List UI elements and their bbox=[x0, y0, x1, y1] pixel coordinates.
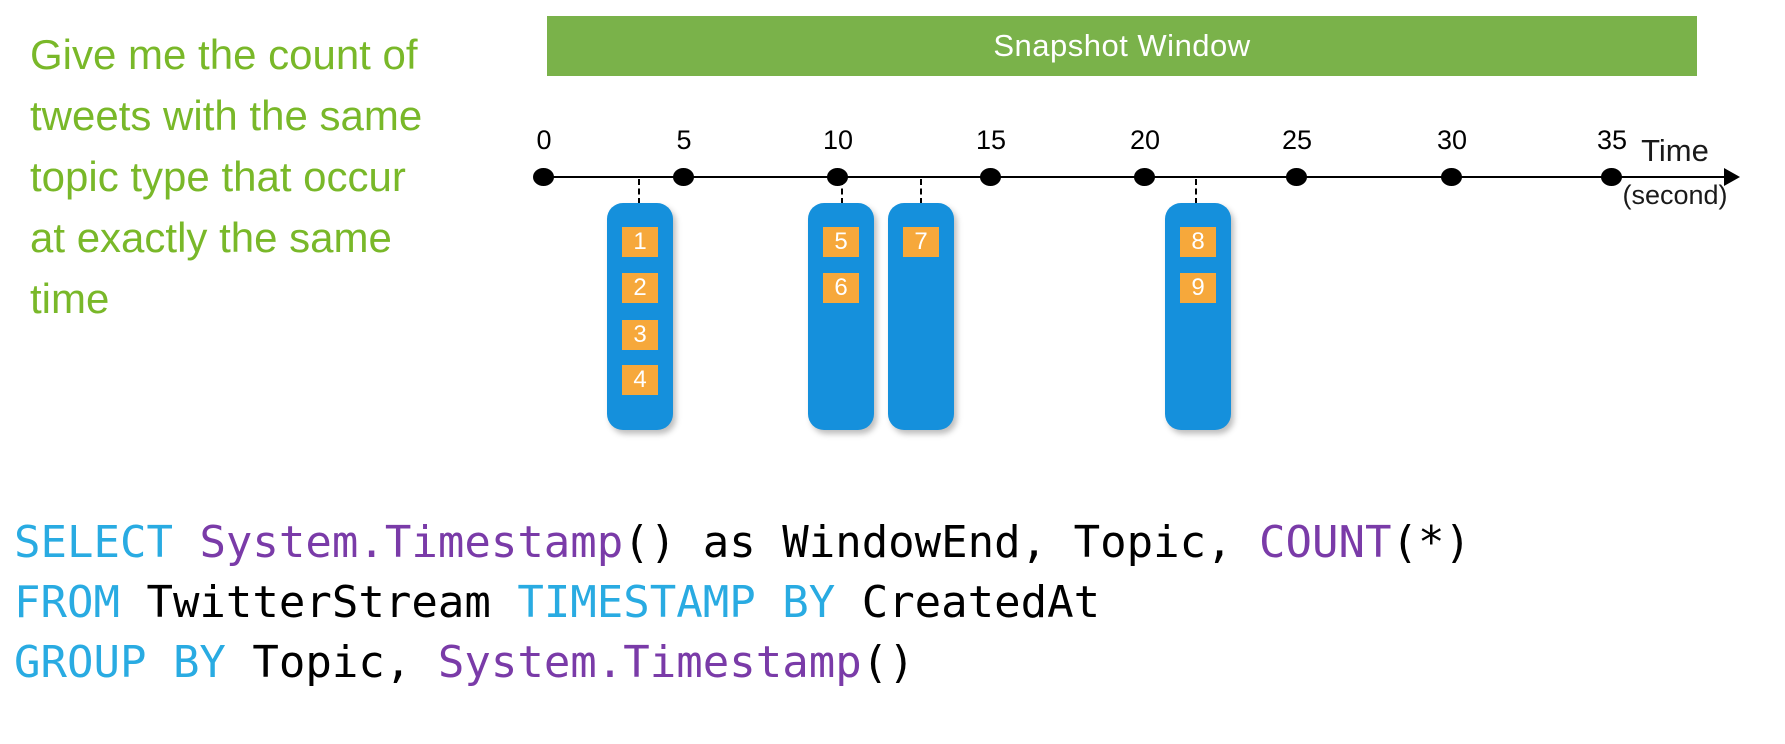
event-group-box-1: 1 2 3 4 bbox=[607, 203, 673, 430]
sql-code-line-1: SELECT System.Timestamp() as WindowEnd, … bbox=[14, 513, 1471, 573]
sql-plain-text: (*) bbox=[1391, 517, 1471, 568]
tick-dot bbox=[1441, 168, 1462, 186]
axis-label-time: Time bbox=[1641, 133, 1709, 168]
tick-dot bbox=[827, 168, 848, 186]
sql-code-line-3: GROUP BY Topic, System.Timestamp() bbox=[14, 633, 1471, 693]
dashed-connector bbox=[841, 179, 843, 204]
query-description-line: Give me the count of bbox=[30, 31, 418, 78]
event-marker: 1 bbox=[622, 227, 658, 257]
sql-keyword: TIMESTAMP BY bbox=[517, 577, 862, 628]
dashed-connector bbox=[920, 179, 922, 204]
tick-dot bbox=[533, 168, 554, 186]
event-group-box-4: 8 9 bbox=[1165, 203, 1231, 430]
sql-keyword: FROM bbox=[14, 577, 147, 628]
axis-label-second: (second) bbox=[1622, 180, 1728, 210]
query-description-line: topic type that occur bbox=[30, 153, 406, 200]
event-marker: 9 bbox=[1180, 273, 1216, 303]
sql-plain-text: () bbox=[861, 637, 915, 688]
timeline-axis bbox=[535, 176, 1728, 178]
tick-label-35: 35 bbox=[1596, 125, 1628, 155]
sql-function: System.Timestamp bbox=[199, 517, 624, 568]
tick-label-5: 5 bbox=[676, 125, 692, 155]
event-marker: 2 bbox=[622, 273, 658, 303]
tick-dot bbox=[980, 168, 1001, 186]
query-description-line: time bbox=[30, 275, 110, 322]
event-marker: 5 bbox=[823, 227, 859, 257]
arrow-right-icon bbox=[1724, 168, 1740, 186]
dashed-connector bbox=[638, 179, 640, 204]
tick-dot bbox=[673, 168, 694, 186]
sql-keyword: SELECT bbox=[14, 517, 200, 568]
event-group-box-3: 7 bbox=[888, 203, 954, 430]
sql-function: COUNT bbox=[1259, 517, 1392, 568]
event-marker: 6 bbox=[823, 273, 859, 303]
query-description-line: tweets with the same bbox=[30, 92, 423, 139]
sql-plain-text: CreatedAt bbox=[861, 577, 1101, 628]
tick-dot bbox=[1286, 168, 1307, 186]
dashed-connector bbox=[1195, 179, 1197, 204]
tick-label-10: 10 bbox=[822, 125, 854, 155]
sql-plain-text: Topic, bbox=[252, 637, 438, 688]
tick-label-20: 20 bbox=[1129, 125, 1161, 155]
tick-label-25: 25 bbox=[1281, 125, 1313, 155]
sql-code-line-2: FROM TwitterStream TIMESTAMP BY CreatedA… bbox=[14, 573, 1471, 633]
sql-query-code: SELECT System.Timestamp() as WindowEnd, … bbox=[14, 513, 1471, 693]
snapshot-window-banner: Snapshot Window bbox=[547, 16, 1697, 76]
tick-dot bbox=[1134, 168, 1155, 186]
tick-label-0: 0 bbox=[536, 125, 552, 155]
event-group-box-2: 5 6 bbox=[808, 203, 874, 430]
sql-plain-text: () as WindowEnd, Topic, bbox=[623, 517, 1260, 568]
tick-dot bbox=[1601, 168, 1622, 186]
sql-keyword: GROUP BY bbox=[14, 637, 253, 688]
sql-function: System.Timestamp bbox=[437, 637, 862, 688]
query-description-line: at exactly the same bbox=[30, 214, 392, 261]
tick-label-15: 15 bbox=[975, 125, 1007, 155]
query-description: Give me the count of tweets with the sam… bbox=[30, 24, 480, 329]
tick-label-30: 30 bbox=[1436, 125, 1468, 155]
sql-plain-text: TwitterStream bbox=[146, 577, 518, 628]
event-marker: 7 bbox=[903, 227, 939, 257]
event-marker: 8 bbox=[1180, 227, 1216, 257]
snapshot-window-banner-label: Snapshot Window bbox=[993, 28, 1251, 63]
event-marker: 4 bbox=[622, 365, 658, 395]
event-marker: 3 bbox=[622, 320, 658, 350]
